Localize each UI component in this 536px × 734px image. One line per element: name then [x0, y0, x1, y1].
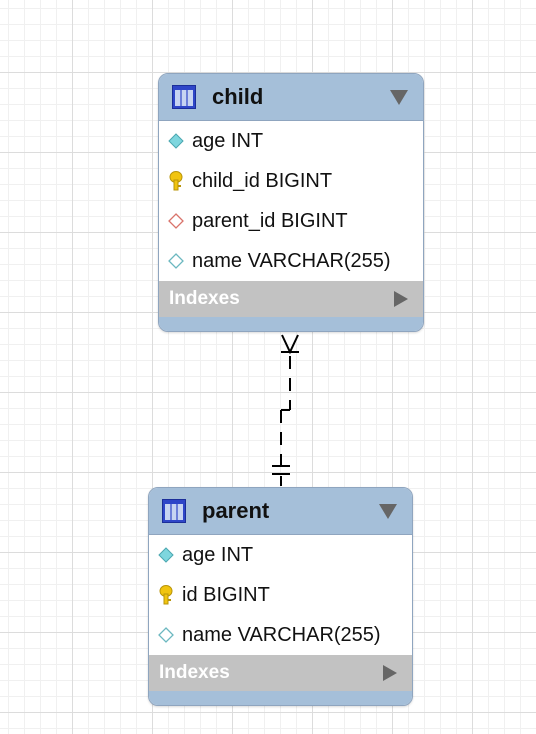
table-footer: [149, 691, 412, 705]
table-header[interactable]: parent: [149, 488, 412, 535]
indexes-label: Indexes: [159, 662, 230, 683]
expand-triangle-icon[interactable]: [393, 291, 409, 307]
column-label: age INT: [192, 129, 264, 152]
column-label: age INT: [182, 543, 254, 566]
diamond-outline-icon: [167, 251, 185, 271]
foreign-key-diamond-icon: [167, 211, 185, 231]
dashed-connector-line: [280, 356, 291, 486]
table-child[interactable]: child age INT child_id BIGINT parent_id …: [158, 73, 424, 332]
indexes-section[interactable]: Indexes: [149, 655, 412, 691]
table-header[interactable]: child: [159, 74, 423, 121]
table-icon: [162, 499, 186, 523]
primary-key-icon: [157, 585, 175, 605]
diamond-cyan-icon: [157, 545, 175, 565]
column-row[interactable]: name VARCHAR(255): [159, 241, 423, 281]
column-row[interactable]: age INT: [149, 535, 412, 575]
indexes-section[interactable]: Indexes: [159, 281, 423, 317]
crows-foot-many-marker: [281, 334, 299, 355]
column-row[interactable]: age INT: [159, 121, 423, 161]
column-label: name VARCHAR(255): [192, 249, 391, 272]
column-row[interactable]: name VARCHAR(255): [149, 615, 412, 655]
diamond-outline-icon: [157, 625, 175, 645]
column-label: name VARCHAR(255): [182, 623, 381, 646]
column-label: child_id BIGINT: [192, 169, 333, 192]
diamond-cyan-icon: [167, 131, 185, 151]
table-parent[interactable]: parent age INT id BIGINT name VARCHAR(25…: [148, 487, 413, 706]
column-row[interactable]: child_id BIGINT: [159, 161, 423, 201]
column-row[interactable]: parent_id BIGINT: [159, 201, 423, 241]
column-label: id BIGINT: [182, 583, 270, 606]
column-row[interactable]: id BIGINT: [149, 575, 412, 615]
column-label: parent_id BIGINT: [192, 209, 348, 232]
expand-triangle-icon[interactable]: [382, 665, 398, 681]
collapse-triangle-icon[interactable]: [378, 502, 398, 520]
table-icon: [172, 85, 196, 109]
table-name: parent: [202, 498, 270, 523]
collapse-triangle-icon[interactable]: [389, 88, 409, 106]
primary-key-icon: [167, 171, 185, 191]
table-footer: [159, 317, 423, 331]
table-name: child: [212, 84, 264, 109]
indexes-label: Indexes: [169, 288, 240, 309]
